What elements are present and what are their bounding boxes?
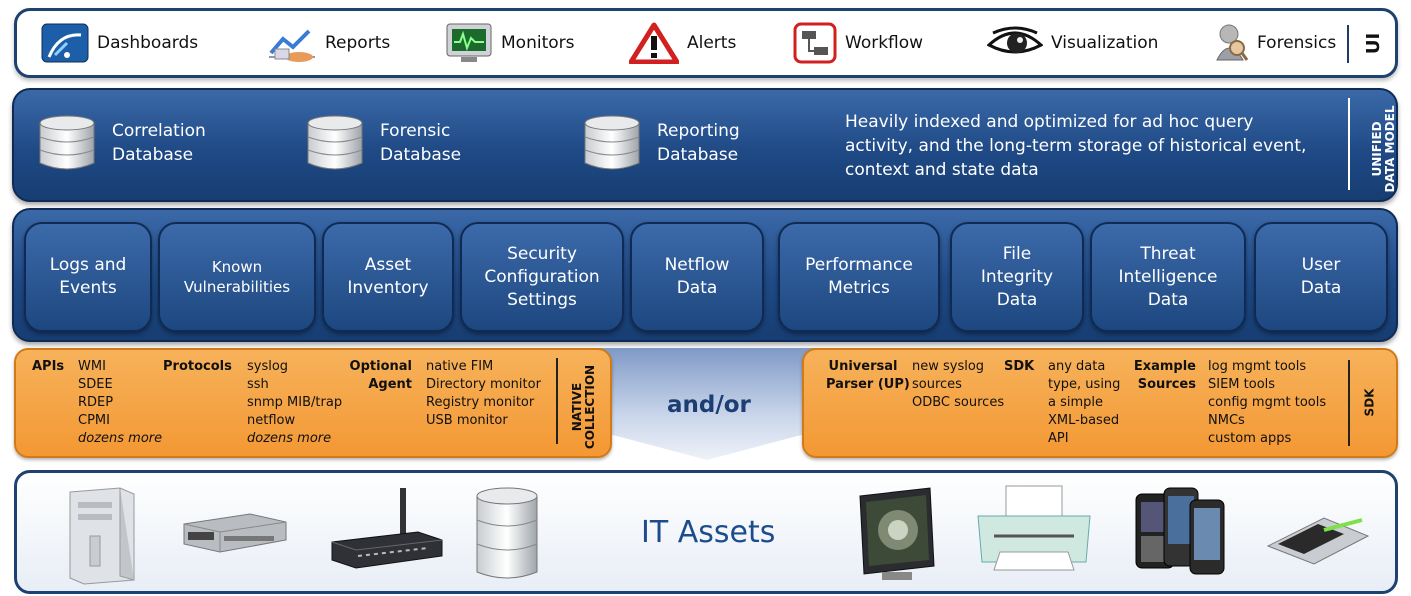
usb-drive-icon [1266, 517, 1370, 565]
it-assets-title: IT Assets [641, 515, 776, 550]
nav-label: Monitors [501, 33, 575, 53]
db-label: Reporting [657, 121, 740, 141]
nav-dashboards[interactable]: Dashboards [41, 11, 198, 75]
nav-label: Dashboards [97, 33, 199, 53]
nav-workflow[interactable]: Workflow [793, 11, 923, 75]
database-icon [584, 115, 640, 170]
optional-agent-label: Optional Agent [349, 359, 412, 392]
sdk-box [802, 348, 1398, 458]
nav-label: Alerts [687, 33, 737, 53]
monitor-icon [446, 23, 492, 62]
unified-data-model-label: UNIFIED DATA MODEL [1370, 105, 1397, 193]
alert-icon [629, 22, 679, 64]
data-model-description: Heavily indexed and optimized for ad hoc… [845, 112, 1307, 180]
example-sources-list: log mgmt tools SIEM tools config mgmt to… [1208, 359, 1327, 446]
agent-list: native FIM Directory monitor Registry mo… [426, 359, 541, 428]
eye-icon [987, 26, 1043, 54]
unified-data-model-band [12, 88, 1398, 202]
server-tower-icon [69, 487, 135, 585]
db-label: Database [112, 145, 194, 165]
mobile-devices-icon [1135, 487, 1225, 575]
forensics-icon [1216, 24, 1249, 61]
sdk-inner-label: SDK [1004, 359, 1035, 374]
divider [1348, 360, 1350, 446]
workflow-icon [793, 22, 837, 64]
native-collection-box [14, 348, 612, 458]
divider [1348, 98, 1350, 190]
native-collection-label: NATIVE COLLECTION [570, 364, 597, 450]
nav-reports[interactable]: Reports [267, 11, 390, 75]
apis-label: APIs [32, 359, 65, 374]
sdk-description: any data type, using a simple XML-based … [1048, 359, 1121, 446]
nav-visualization[interactable]: Visualization [987, 11, 1158, 75]
firewall-appliance-icon [183, 513, 287, 553]
nav-label: Forensics [1257, 33, 1337, 53]
workstation-monitor-icon [859, 487, 935, 580]
and-or-label: and/or [667, 392, 751, 418]
nav-label: Reports [325, 33, 391, 53]
nav-alerts[interactable]: Alerts [629, 11, 736, 75]
database-server-icon [476, 487, 538, 579]
up-list: new syslog sources ODBC sources [912, 359, 1005, 410]
ui-menu-bar: Dashboards Reports Monitors Alerts [14, 8, 1398, 78]
db-label: Forensic [380, 121, 451, 141]
divider [556, 358, 558, 444]
nav-label: Visualization [1051, 33, 1159, 53]
sdk-side-label: SDK [1362, 388, 1377, 417]
database-icon [307, 115, 363, 170]
db-label: Database [380, 145, 462, 165]
printer-icon [977, 485, 1091, 571]
nav-monitors[interactable]: Monitors [445, 11, 574, 75]
database-icon [39, 115, 95, 170]
nav-forensics[interactable]: Forensics [1213, 11, 1336, 75]
apis-list: WMI SDEE RDEP CPMI dozens more [78, 359, 163, 446]
dashboard-icon [41, 23, 89, 63]
db-label: Correlation [112, 121, 206, 141]
example-sources-label: Example Sources [1133, 359, 1196, 392]
nav-label: Workflow [845, 33, 924, 53]
reports-icon [269, 29, 315, 62]
protocols-label: Protocols [163, 359, 232, 374]
wireless-router-icon [331, 488, 443, 569]
db-label: Database [657, 145, 739, 165]
and-or-arrow [594, 348, 820, 460]
universal-parser-label: Universal Parser (UP) [826, 359, 910, 392]
ui-side-label: UI [1363, 32, 1385, 55]
protocols-list: syslog ssh snmp MIB/trap netflow dozens … [247, 359, 343, 446]
nav-divider [1347, 25, 1349, 63]
